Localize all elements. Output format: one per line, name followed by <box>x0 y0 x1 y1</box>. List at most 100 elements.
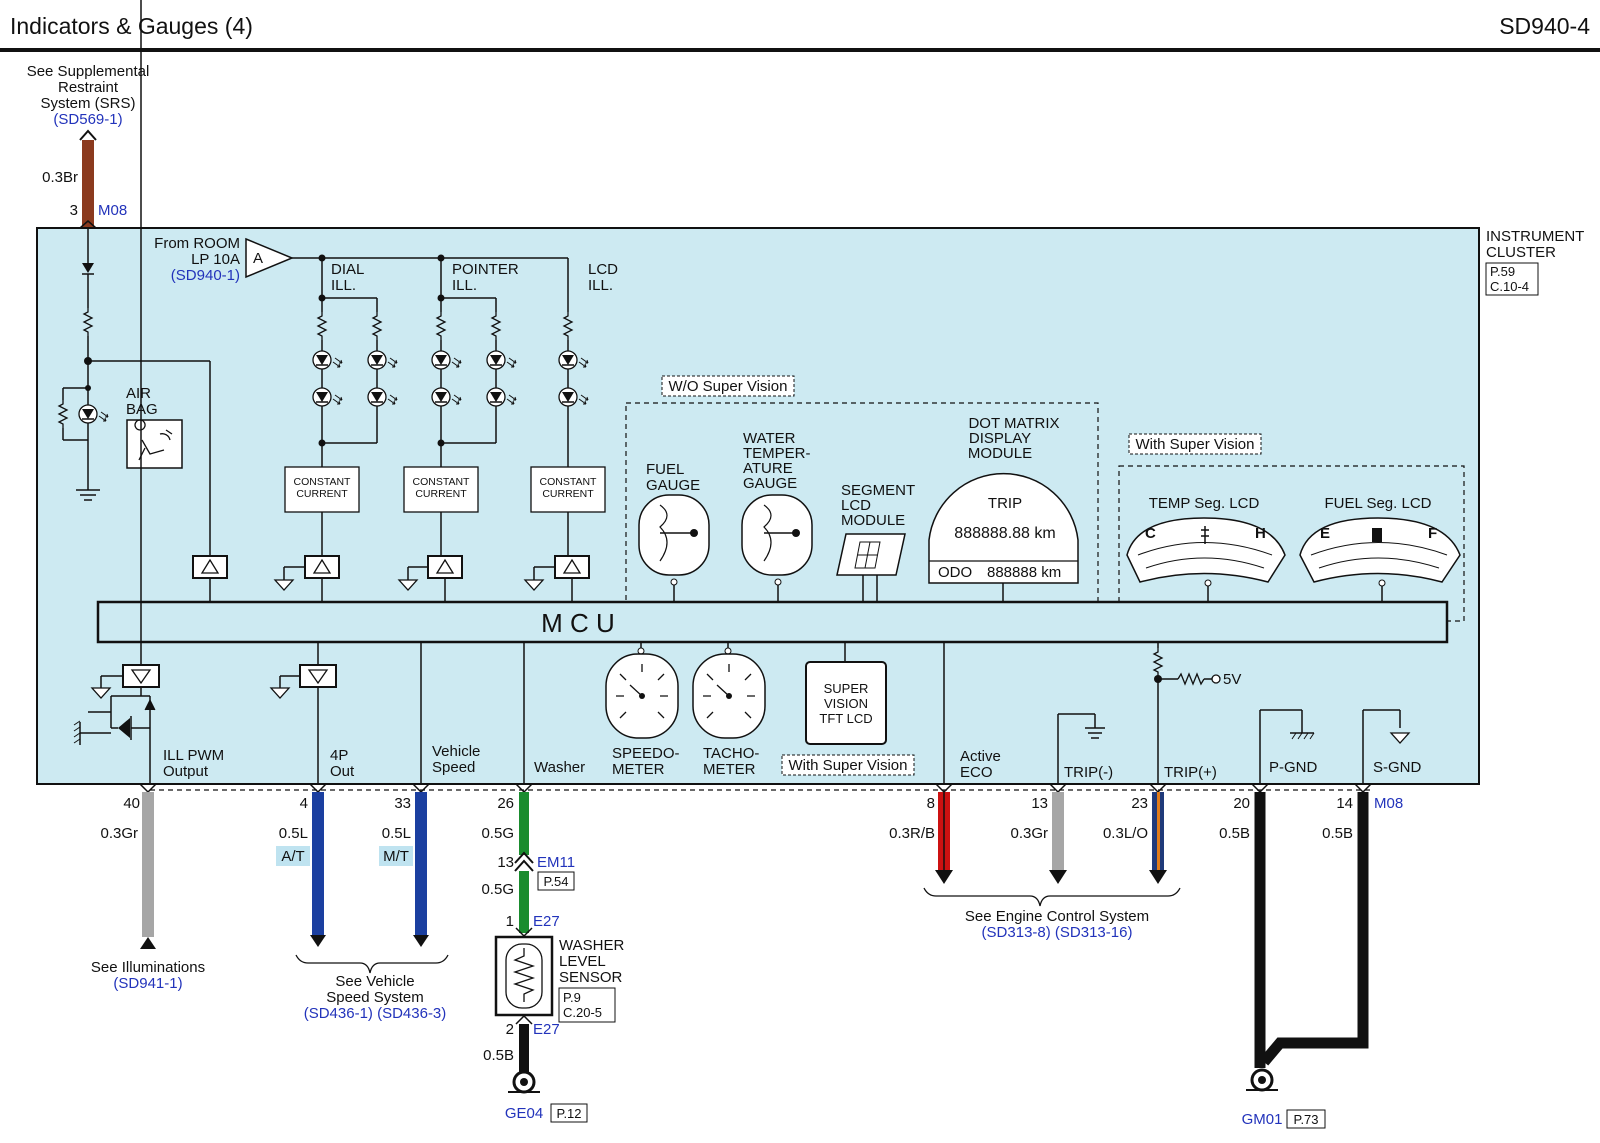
svg-text:Speed System: Speed System <box>326 989 424 1006</box>
pin-labels: ILL PWM Output 4P Out Vehicle Speed Wash… <box>163 743 1422 781</box>
svg-text:0.5G: 0.5G <box>481 881 514 898</box>
svg-text:DISPLAY: DISPLAY <box>969 430 1031 447</box>
illum-link[interactable]: (SD941-1) <box>113 975 182 992</box>
svg-text:1: 1 <box>506 913 514 930</box>
svg-text:DIAL: DIAL <box>331 261 364 278</box>
svg-text:0.3Br: 0.3Br <box>42 169 78 186</box>
svg-text:P-GND: P-GND <box>1269 759 1318 776</box>
svg-text:ATURE: ATURE <box>743 460 793 477</box>
svg-text:C: C <box>1145 525 1156 542</box>
svg-text:CURRENT: CURRENT <box>296 488 348 500</box>
svg-text:M08: M08 <box>1374 795 1403 812</box>
svg-text:SEGMENT: SEGMENT <box>841 482 915 499</box>
wire-blue-33 <box>415 792 427 935</box>
wire-blue-4 <box>312 792 324 935</box>
svg-text:INSTRUMENT: INSTRUMENT <box>1486 228 1584 245</box>
svg-text:From ROOM: From ROOM <box>154 235 240 252</box>
svg-text:METER: METER <box>612 761 665 778</box>
svg-text:C.20-5: C.20-5 <box>563 1005 602 1020</box>
svg-text:14: 14 <box>1336 795 1353 812</box>
svg-text:WASHER: WASHER <box>559 937 624 954</box>
svg-text:Restraint: Restraint <box>58 79 119 96</box>
svg-text:POINTER: POINTER <box>452 261 519 278</box>
wire-black-grounds <box>1254 792 1369 1068</box>
svg-text:LCD: LCD <box>588 261 618 278</box>
vss-link[interactable]: (SD436-1) (SD436-3) <box>304 1005 447 1022</box>
svg-text:M/T: M/T <box>383 848 409 865</box>
svg-text:With Super Vision: With Super Vision <box>1136 436 1255 453</box>
svg-text:2: 2 <box>506 1021 514 1038</box>
svg-text:With Super Vision: With Super Vision <box>789 757 908 774</box>
header: Indicators & Gauges (4) SD940-4 <box>0 13 1600 52</box>
svg-text:0.5B: 0.5B <box>1219 825 1250 842</box>
dot-matrix-display <box>928 472 1079 584</box>
constant-current-lcd <box>530 466 606 513</box>
svg-text:TRIP(-): TRIP(-) <box>1064 764 1113 781</box>
svg-text:A: A <box>253 250 263 267</box>
svg-text:Active: Active <box>960 748 1001 765</box>
water-temperature-gauge <box>741 494 813 576</box>
room-link[interactable]: (SD940-1) <box>171 267 240 284</box>
svg-text:4P: 4P <box>330 747 348 764</box>
constant-current-pointer <box>403 466 479 513</box>
svg-text:MODULE: MODULE <box>968 445 1032 462</box>
with-super-vision-group: With Super Vision TEMP Seg. LCD C H FUEL… <box>1118 433 1465 622</box>
svg-text:4: 4 <box>300 795 308 812</box>
svg-text:Vehicle: Vehicle <box>432 743 480 760</box>
svg-text:SUPER: SUPER <box>824 681 869 696</box>
svg-text:P.9: P.9 <box>563 990 581 1005</box>
svg-text:E: E <box>1320 525 1330 542</box>
svg-text:DOT MATRIX: DOT MATRIX <box>968 415 1059 432</box>
ecs-link[interactable]: (SD313-8) (SD313-16) <box>982 924 1133 941</box>
svg-text:ODO: ODO <box>938 564 972 581</box>
svg-text:0.3L/O: 0.3L/O <box>1103 825 1148 842</box>
svg-text:ILL.: ILL. <box>331 277 356 294</box>
svg-text:20: 20 <box>1233 795 1250 812</box>
svg-text:TEMP Seg. LCD: TEMP Seg. LCD <box>1149 495 1260 512</box>
svg-text:P.73: P.73 <box>1293 1112 1318 1127</box>
svg-text:40: 40 <box>123 795 140 812</box>
fuel-gauge <box>638 494 710 576</box>
srs-link[interactable]: (SD569-1) <box>53 111 122 128</box>
svg-text:13: 13 <box>497 854 514 871</box>
pointer-illumination: CONSTANT CURRENT <box>398 258 517 602</box>
svg-text:P.54: P.54 <box>543 874 568 889</box>
svg-text:SPEEDO-: SPEEDO- <box>612 745 680 762</box>
svg-text:26: 26 <box>497 795 514 812</box>
svg-text:0.5L: 0.5L <box>382 825 411 842</box>
wire-green-26 <box>519 792 529 855</box>
svg-text:FUEL Seg. LCD: FUEL Seg. LCD <box>1325 495 1432 512</box>
svg-text:ILL PWM: ILL PWM <box>163 747 224 764</box>
mcu-block: M C U <box>96 600 1449 644</box>
svg-text:0.5G: 0.5G <box>481 825 514 842</box>
lcd-illumination: CONSTANT CURRENT <box>524 258 606 602</box>
svg-text:MODULE: MODULE <box>841 512 905 529</box>
wire-black-washer <box>519 1024 529 1072</box>
temp-seg-lcd <box>1126 517 1286 583</box>
wire-grey-40 <box>142 792 154 937</box>
svg-text:Output: Output <box>163 763 209 780</box>
svg-text:BAG: BAG <box>126 401 158 418</box>
svg-text:See Supplemental: See Supplemental <box>27 63 150 80</box>
svg-text:LP 10A: LP 10A <box>191 251 240 268</box>
svg-text:VISION: VISION <box>824 696 868 711</box>
svg-text:888888.88 km: 888888.88 km <box>954 525 1055 542</box>
svg-text:ILL.: ILL. <box>588 277 613 294</box>
room-lamp-source: From ROOM LP 10A (SD940-1) A DIAL ILL. P… <box>154 235 618 294</box>
svg-text:CURRENT: CURRENT <box>415 488 467 500</box>
svg-text:See Illuminations: See Illuminations <box>91 959 205 976</box>
svg-text:See Engine Control System: See Engine Control System <box>965 908 1149 925</box>
svg-text:E27: E27 <box>533 913 560 930</box>
svg-text:GM01: GM01 <box>1242 1111 1283 1128</box>
svg-text:TRIP(+): TRIP(+) <box>1164 764 1217 781</box>
svg-text:E27: E27 <box>533 1021 560 1038</box>
svg-text:P.12: P.12 <box>556 1106 581 1121</box>
svg-text:Out: Out <box>330 763 355 780</box>
svg-text:TRIP: TRIP <box>988 495 1022 512</box>
svg-text:TACHO-: TACHO- <box>703 745 759 762</box>
srs-arrow <box>79 129 97 141</box>
wire-grey-13 <box>1052 792 1064 870</box>
svg-text:13: 13 <box>1031 795 1048 812</box>
fuel-seg-lcd <box>1299 517 1461 583</box>
